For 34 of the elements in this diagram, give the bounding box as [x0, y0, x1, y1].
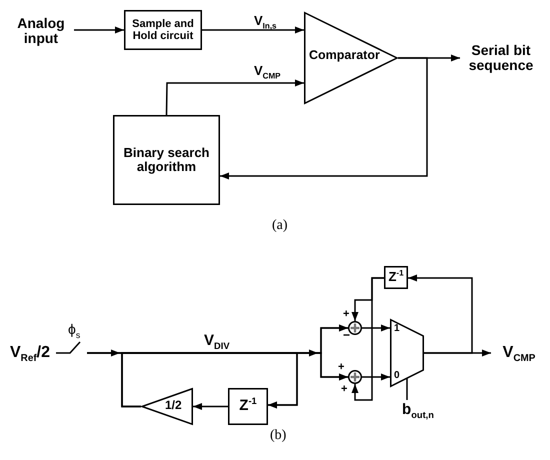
signal-label: V$_{Ref}$/2	[4, 342, 56, 364]
sign-label: −	[343, 329, 350, 342]
process-box: Sample and Hold circuit	[124, 10, 202, 50]
connector-arrow	[202, 26, 304, 34]
delay-box: Z$^{-1}$	[384, 266, 408, 289]
edge-label: V$_{In,s}$	[254, 14, 277, 28]
sign-label: +	[341, 383, 348, 396]
connector-arrow	[408, 274, 473, 354]
connector-arrow	[74, 26, 124, 34]
adder-symbol	[348, 370, 362, 384]
sign-label: +	[343, 308, 350, 320]
connector-arrow	[220, 57, 428, 180]
edge-label: V$_{DIV}$	[204, 333, 230, 350]
caption-label: (b)	[270, 428, 286, 444]
connector-arrow	[352, 277, 384, 401]
connector-arrow	[362, 324, 390, 332]
process-box: Binary search algorithm	[113, 115, 220, 205]
adder-symbol	[348, 321, 362, 335]
connector-arrow	[166, 80, 304, 116]
signal-label: V$_{CMP}$	[491, 342, 547, 364]
caption-label: (a)	[272, 218, 288, 234]
amplifier-triangle: 1/2	[141, 388, 193, 425]
connector-arrow	[121, 352, 298, 408]
connector-arrow	[362, 374, 390, 380]
connector-arrow	[193, 403, 228, 410]
output-label: Serial bit sequence	[460, 39, 542, 77]
comparator-triangle: Comparator	[304, 12, 398, 104]
edge-label: V$_{CMP}$	[254, 64, 281, 78]
delay-box: Z$^{-1}$	[228, 388, 268, 425]
switch-label: ϕ$_{s}$	[68, 322, 80, 338]
signal-label: b$_{out,n}$	[390, 400, 446, 420]
input-label: Analog input	[8, 12, 74, 50]
multiplexer-symbol: 1 0	[390, 319, 424, 387]
sign-label: +	[338, 361, 344, 374]
